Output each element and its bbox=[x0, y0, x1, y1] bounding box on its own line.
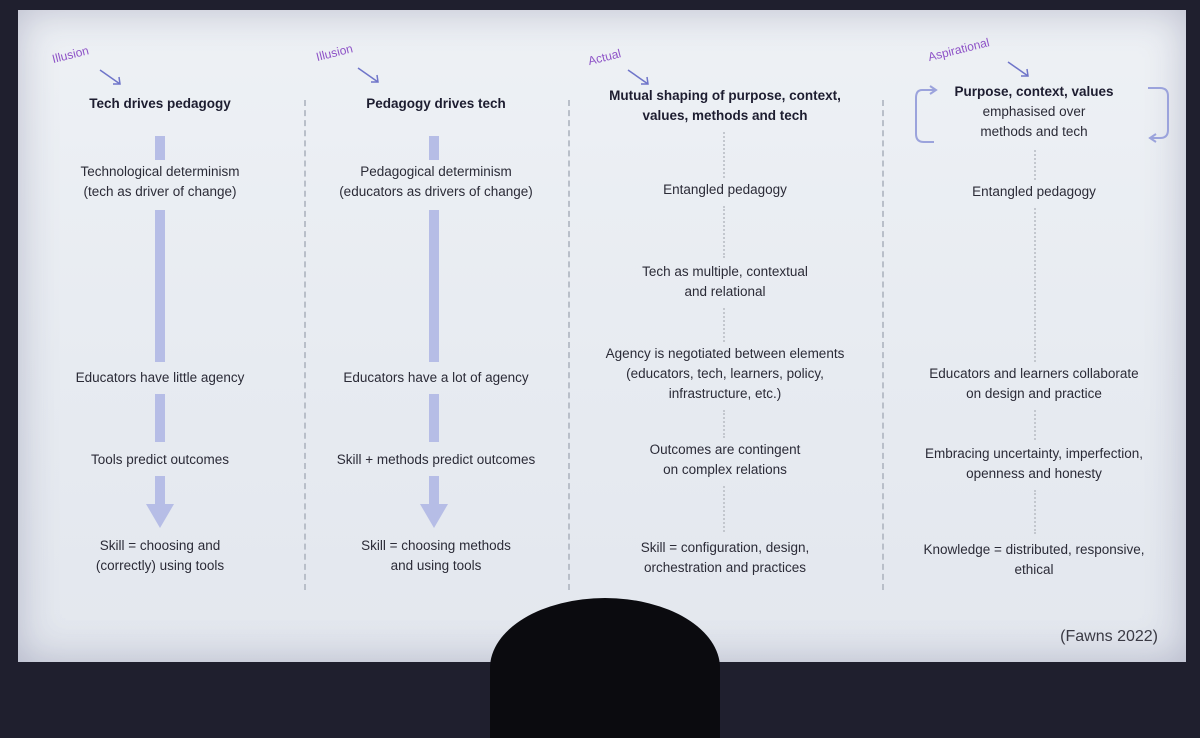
row-text: on design and practice bbox=[966, 386, 1102, 401]
row-text: Skill = choosing and bbox=[99, 538, 221, 553]
row-text: Entangled pedagogy bbox=[663, 182, 787, 197]
row-text: (tech as driver of change) bbox=[83, 184, 237, 199]
row-text: Agency is negotiated between elements bbox=[605, 346, 845, 361]
dotted-connector bbox=[723, 206, 725, 258]
citation: (Fawns 2022) bbox=[1060, 628, 1158, 645]
row-text: Pedagogical determinism bbox=[360, 164, 512, 179]
row-text: ethical bbox=[1014, 562, 1054, 577]
audience-head bbox=[490, 598, 720, 738]
column-label: Illusion bbox=[314, 41, 355, 64]
label-arrow-icon bbox=[357, 67, 379, 83]
column-heading: values, methods and tech bbox=[642, 108, 808, 123]
label-arrow-icon bbox=[1007, 61, 1029, 77]
row-text: (educators as drivers of change) bbox=[339, 184, 533, 199]
label-arrow-icon bbox=[627, 69, 649, 85]
dotted-connector bbox=[1034, 150, 1036, 180]
row-text: Technological determinism bbox=[80, 164, 240, 179]
row-text: infrastructure, etc.) bbox=[668, 386, 782, 401]
column-heading: Mutual shaping of purpose, context, bbox=[609, 88, 841, 103]
column-label: Actual bbox=[586, 46, 623, 68]
cycle-arrow-icon bbox=[915, 85, 1169, 143]
column-label: Aspirational bbox=[926, 35, 991, 64]
row-text: on complex relations bbox=[663, 462, 787, 477]
row-text: Outcomes are contingent bbox=[649, 442, 801, 457]
row-text: Skill + methods predict outcomes bbox=[336, 452, 536, 467]
dotted-connector bbox=[723, 410, 725, 438]
dotted-connector bbox=[1034, 490, 1036, 534]
column-divider bbox=[568, 100, 570, 590]
row-text: orchestration and practices bbox=[643, 560, 807, 575]
flow-bar bbox=[155, 394, 165, 442]
column-divider bbox=[882, 100, 884, 590]
flow-bar bbox=[155, 210, 165, 362]
column-label: Illusion bbox=[50, 43, 91, 66]
dotted-connector bbox=[1034, 208, 1036, 362]
row-text: Educators have a lot of agency bbox=[343, 370, 529, 385]
flow-bar bbox=[429, 136, 439, 160]
row-text: openness and honesty bbox=[966, 466, 1102, 481]
column-divider bbox=[304, 100, 306, 590]
column-heading: Tech drives pedagogy bbox=[89, 96, 231, 111]
flow-bar bbox=[429, 210, 439, 362]
row-text: Tools predict outcomes bbox=[90, 452, 230, 467]
row-text: Educators have little agency bbox=[75, 370, 245, 385]
down-arrow-icon bbox=[420, 476, 448, 528]
flow-bar bbox=[155, 136, 165, 160]
row-text: Skill = choosing methods bbox=[361, 538, 511, 553]
row-text: Skill = configuration, design, bbox=[640, 540, 810, 555]
row-text: (educators, tech, learners, policy, bbox=[626, 366, 824, 381]
dotted-connector bbox=[723, 486, 725, 532]
label-arrow-icon bbox=[99, 69, 121, 85]
dotted-connector bbox=[723, 132, 725, 178]
row-text: (correctly) using tools bbox=[95, 558, 225, 573]
row-text: Educators and learners collaborate bbox=[929, 366, 1139, 381]
slide: Illusion Tech drives pedagogy Technologi… bbox=[18, 10, 1186, 662]
row-text: and using tools bbox=[390, 558, 482, 573]
column-heading: Purpose, context, values bbox=[954, 84, 1114, 99]
row-text: and relational bbox=[684, 284, 766, 299]
row-text: Entangled pedagogy bbox=[972, 184, 1096, 199]
column-heading: emphasised over bbox=[982, 104, 1086, 119]
flow-bar bbox=[429, 394, 439, 442]
column-heading: Pedagogy drives tech bbox=[366, 96, 506, 111]
row-text: Embracing uncertainty, imperfection, bbox=[924, 446, 1144, 461]
down-arrow-icon bbox=[146, 476, 174, 528]
dotted-connector bbox=[723, 308, 725, 342]
row-text: Knowledge = distributed, responsive, bbox=[923, 542, 1145, 557]
row-text: Tech as multiple, contextual bbox=[642, 264, 808, 279]
dotted-connector bbox=[1034, 410, 1036, 440]
column-heading: methods and tech bbox=[980, 124, 1088, 139]
